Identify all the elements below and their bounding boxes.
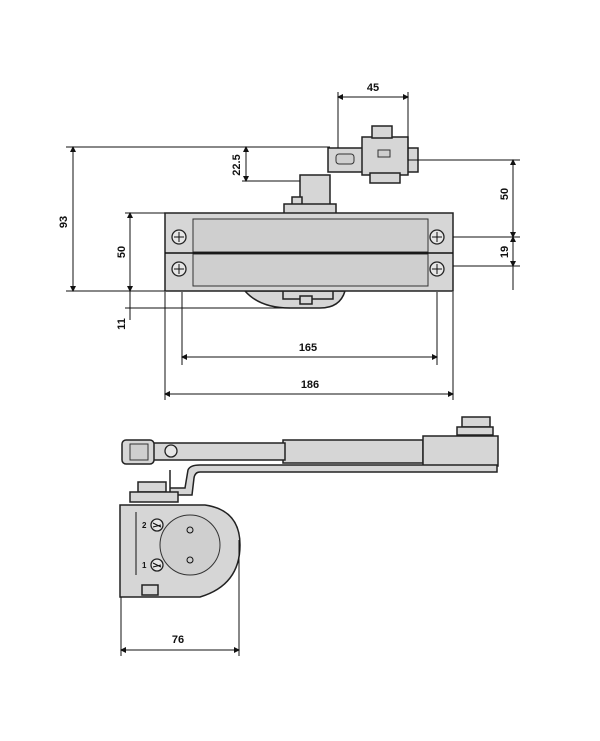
closer-body-side [119, 504, 241, 598]
screw-label-1: 1 [142, 561, 147, 570]
top-view: 45 22.5 93 50 11 50 19 165 186 [58, 82, 520, 400]
side-view: 2 1 76 [119, 416, 499, 656]
dim-label-bracket-width: 45 [367, 82, 379, 94]
screw-icon [171, 261, 187, 277]
dim-label-screw-spacing: 19 [499, 246, 511, 258]
screw-icon [171, 229, 187, 245]
dim-label-depth: 76 [172, 634, 184, 646]
dimension-lines-side [120, 540, 240, 656]
dimension-lines [66, 92, 520, 400]
arm-bracket [283, 125, 419, 215]
dim-label-body-height: 50 [116, 246, 128, 258]
screw-icon [429, 229, 445, 245]
arm-assembly [121, 416, 499, 503]
dim-label-bracket-offset: 22.5 [231, 154, 243, 175]
adjustment-screw-icon [150, 518, 164, 532]
dim-label-total-height: 93 [58, 216, 70, 228]
dim-label-body-length: 186 [301, 379, 319, 391]
dim-label-screw-hole-distance: 165 [299, 342, 317, 354]
closer-body [164, 212, 454, 309]
dim-label-bottom-offset: 11 [116, 318, 128, 330]
dim-label-arm-to-axis: 50 [499, 188, 511, 200]
screw-label-2: 2 [142, 521, 147, 530]
screw-icon [429, 261, 445, 277]
adjustment-screw-icon [150, 558, 164, 572]
